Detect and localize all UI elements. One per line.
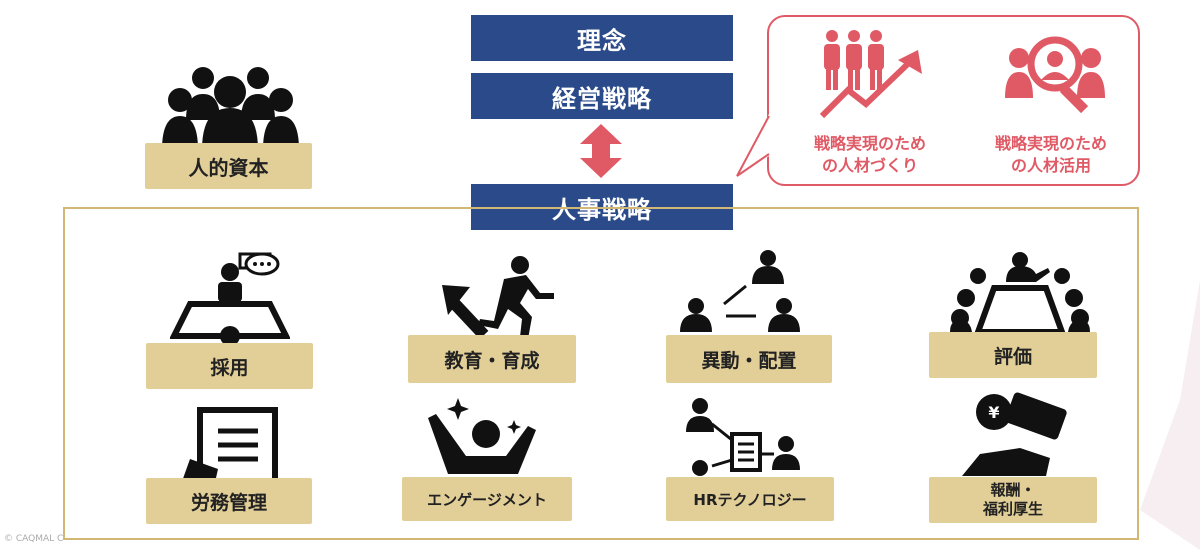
org-chart-icon [686, 398, 800, 476]
growth-people-icon [819, 30, 922, 118]
callout-item-2-line1: 戦略実現のため [994, 134, 1107, 153]
document-icon [180, 407, 278, 487]
meeting-icon [950, 252, 1090, 332]
function-compensation: 報酬・ 福利厚生 [929, 477, 1097, 523]
callout-item-1-line2: の人材づくり [821, 156, 918, 175]
group-icon [162, 67, 299, 150]
function-hr-tech: HRテクノロジー [666, 477, 834, 521]
hr-strategy-label: 人事戦略 [552, 195, 652, 224]
callout-item-2-line2: の人材活用 [1010, 156, 1091, 175]
function-labor: 労務管理 [146, 478, 312, 524]
human-capital-label: 人的資本 [145, 143, 312, 189]
function-engagement-text: エンゲージメント [427, 490, 547, 509]
hr-functions-frame [63, 207, 1139, 540]
callout-item-2: 戦略実現のため の人材活用 [970, 133, 1132, 177]
function-compensation-line2: 福利厚生 [982, 500, 1043, 518]
philosophy-box: 理念 [471, 15, 733, 61]
interview-icon [170, 252, 290, 346]
function-engagement: エンゲージメント [402, 477, 572, 521]
function-recruiting-text: 採用 [210, 356, 249, 379]
relaxed-person-icon [428, 398, 536, 474]
function-transfer: 異動・配置 [666, 335, 832, 383]
svg-text:¥: ¥ [988, 403, 999, 422]
callout-item-1-line1: 戦略実現のため [813, 134, 926, 153]
function-evaluation-text: 評価 [993, 345, 1032, 368]
money-hand-icon: ¥ [962, 392, 1067, 476]
function-education-text: 教育・育成 [444, 349, 540, 372]
callout-item-1: 戦略実現のため の人材づくり [790, 133, 950, 177]
function-compensation-line1: 報酬・ [990, 481, 1036, 499]
function-education: 教育・育成 [408, 335, 576, 383]
philosophy-label: 理念 [577, 26, 627, 55]
relocation-icon [680, 250, 800, 332]
background-decoration [1140, 280, 1200, 550]
function-recruiting: 採用 [146, 343, 313, 389]
function-labor-text: 労務管理 [190, 491, 267, 514]
double-arrow-icon [580, 124, 622, 178]
running-arrow-icon [442, 256, 554, 340]
function-hr-tech-text: HRテクノロジー [693, 490, 807, 509]
search-person-icon [1005, 36, 1105, 114]
copyright-watermark: © CAQMAL C [4, 534, 64, 544]
function-evaluation: 評価 [929, 332, 1097, 378]
human-capital-text: 人的資本 [188, 155, 269, 180]
management-strategy-box: 経営戦略 [471, 73, 733, 119]
callout-tail [736, 114, 770, 177]
function-transfer-text: 異動・配置 [701, 349, 797, 372]
management-strategy-label: 経営戦略 [552, 84, 652, 113]
